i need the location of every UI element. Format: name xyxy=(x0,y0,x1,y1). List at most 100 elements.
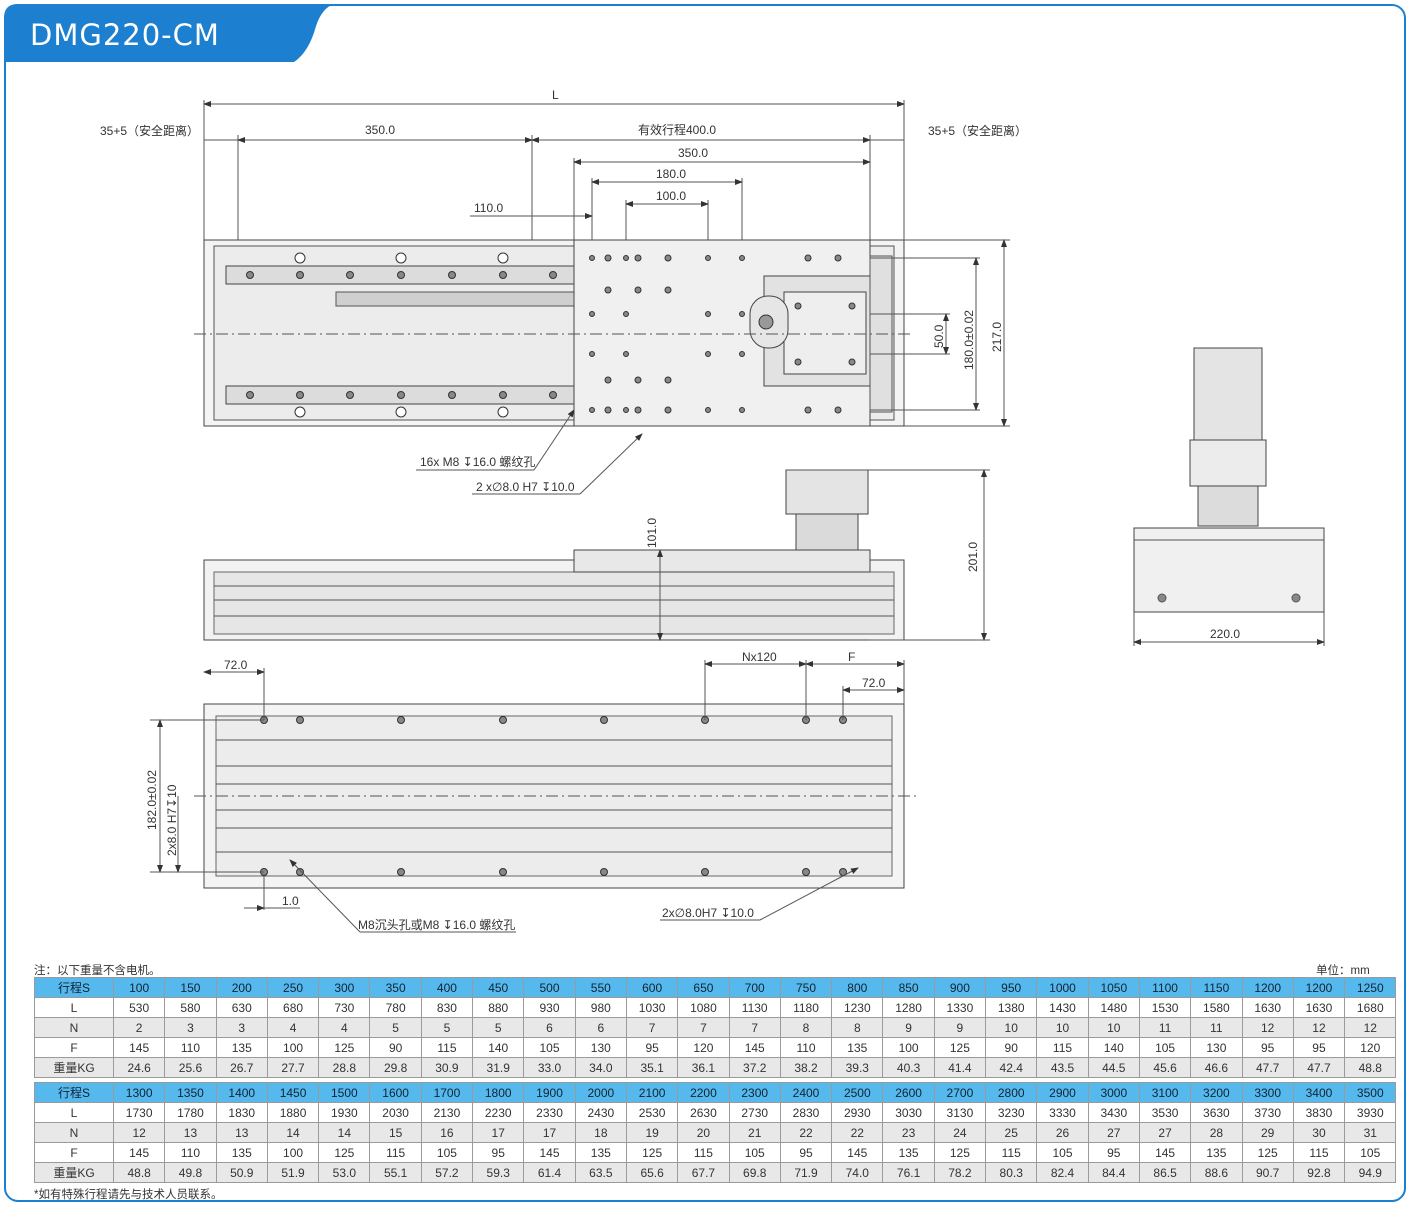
table-cell: 20 xyxy=(677,1122,730,1143)
table-cell: 51.9 xyxy=(266,1162,320,1183)
table-cell: 1500 xyxy=(318,1082,371,1103)
table-cell: 21 xyxy=(728,1122,781,1143)
table-cell: 145 xyxy=(112,1037,166,1058)
table-cell: 900 xyxy=(933,977,987,998)
table-cell: 3330 xyxy=(1036,1102,1089,1123)
table-cell: 57.2 xyxy=(420,1162,474,1183)
table-cell: 8 xyxy=(831,1017,884,1038)
table-note: 注：以下重量不含电机。 xyxy=(34,965,161,977)
table-cell: 34.0 xyxy=(574,1057,627,1078)
table-cell: 17 xyxy=(523,1122,576,1143)
table-cell: 1050 xyxy=(1087,977,1140,998)
table-cell: 1780 xyxy=(164,1102,217,1123)
table-cell: 145 xyxy=(728,1037,781,1058)
table-cell: 1900 xyxy=(523,1082,576,1103)
table-cell: 2230 xyxy=(472,1102,525,1123)
table-cell: 135 xyxy=(215,1142,268,1163)
table-cell: 28.8 xyxy=(318,1057,371,1078)
table-cell: 29 xyxy=(1241,1122,1294,1143)
table-cell: 22 xyxy=(779,1122,833,1143)
table-cell: 105 xyxy=(728,1142,781,1163)
table-cell: 930 xyxy=(523,997,576,1018)
table-cell: 25 xyxy=(985,1122,1038,1143)
table-cell: 1480 xyxy=(1087,997,1140,1018)
table-cell: 30.9 xyxy=(420,1057,474,1078)
table-cell: 115 xyxy=(369,1142,422,1163)
table-cell: 63.5 xyxy=(574,1162,627,1183)
table-cell: 61.4 xyxy=(523,1162,576,1183)
table-cell: 2100 xyxy=(625,1082,679,1103)
table-cell: 2700 xyxy=(933,1082,987,1103)
table-cell: 55.1 xyxy=(369,1162,422,1183)
table-cell: 2000 xyxy=(574,1082,627,1103)
table-cell: 2 xyxy=(112,1017,166,1038)
table-cell: 1430 xyxy=(1036,997,1089,1018)
dim-50: 50.0 xyxy=(932,324,946,348)
table-cell: 125 xyxy=(1241,1142,1294,1163)
table-cell: 7 xyxy=(728,1017,781,1038)
table-cell: 46.6 xyxy=(1190,1057,1243,1078)
table-cell: 1800 xyxy=(472,1082,525,1103)
table-cell: 130 xyxy=(574,1037,627,1058)
table-cell: 700 xyxy=(728,977,781,998)
table-cell: 13 xyxy=(215,1122,268,1143)
table-cell: 1080 xyxy=(677,997,730,1018)
table-cell: 1350 xyxy=(164,1082,217,1103)
table-cell: 2200 xyxy=(677,1082,730,1103)
table-cell: 19 xyxy=(625,1122,679,1143)
table-cell: 1300 xyxy=(112,1082,166,1103)
table-cell: 3300 xyxy=(1241,1082,1294,1103)
table-cell: 3530 xyxy=(1138,1102,1192,1123)
table-cell: 1130 xyxy=(728,997,781,1018)
table-cell: 140 xyxy=(472,1037,525,1058)
table-cell: 1280 xyxy=(882,997,935,1018)
table-cell: 47.7 xyxy=(1292,1057,1346,1078)
table-cell: 95 xyxy=(779,1142,833,1163)
table-cell: 15 xyxy=(369,1122,422,1143)
dim-100: 100.0 xyxy=(656,189,686,203)
table-cell: 45.6 xyxy=(1138,1057,1192,1078)
table-cell: 33.0 xyxy=(523,1057,576,1078)
table-cell: 300 xyxy=(318,977,371,998)
table-cell: 140 xyxy=(1087,1037,1140,1058)
table-cell: 65.6 xyxy=(625,1162,679,1183)
table-cell: 2730 xyxy=(728,1102,781,1123)
label-pin2: 2 x∅8.0 H7 ↧10.0 xyxy=(476,480,575,494)
table-cell: 31 xyxy=(1344,1122,1397,1143)
table-cell: 2900 xyxy=(1036,1082,1089,1103)
row-label: 行程S xyxy=(34,977,114,998)
table-cell: 115 xyxy=(1292,1142,1346,1163)
table-cell: 86.5 xyxy=(1138,1162,1192,1183)
table-cell: 100 xyxy=(882,1037,935,1058)
table-cell: 980 xyxy=(574,997,627,1018)
table-cell: 2030 xyxy=(369,1102,422,1123)
row-label: 重量KG xyxy=(34,1162,114,1183)
unit-label: 单位：mm xyxy=(1316,965,1370,977)
table-cell: 82.4 xyxy=(1036,1162,1089,1183)
table-cell: 1530 xyxy=(1138,997,1192,1018)
table-cell: 780 xyxy=(369,997,422,1018)
table-cell: 850 xyxy=(882,977,935,998)
table-cell: 125 xyxy=(933,1142,987,1163)
table-cell: 53.0 xyxy=(318,1162,371,1183)
table-cell: 2300 xyxy=(728,1082,781,1103)
table-cell: 28 xyxy=(1190,1122,1243,1143)
table-cell: 95 xyxy=(625,1037,679,1058)
page-title: DMG220-CM xyxy=(30,18,220,52)
table-cell: 2600 xyxy=(882,1082,935,1103)
row-label: L xyxy=(34,997,114,1018)
table-cell: 630 xyxy=(215,997,268,1018)
table-cell: 125 xyxy=(318,1142,371,1163)
table-cell: 2630 xyxy=(677,1102,730,1123)
dim-180-tol: 180.0±0.02 xyxy=(962,310,976,370)
table-cell: 1630 xyxy=(1241,997,1294,1018)
table-cell: 135 xyxy=(882,1142,935,1163)
table-cell: 6 xyxy=(523,1017,576,1038)
table-cell: 27 xyxy=(1087,1122,1140,1143)
table-cell: 59.3 xyxy=(472,1162,525,1183)
